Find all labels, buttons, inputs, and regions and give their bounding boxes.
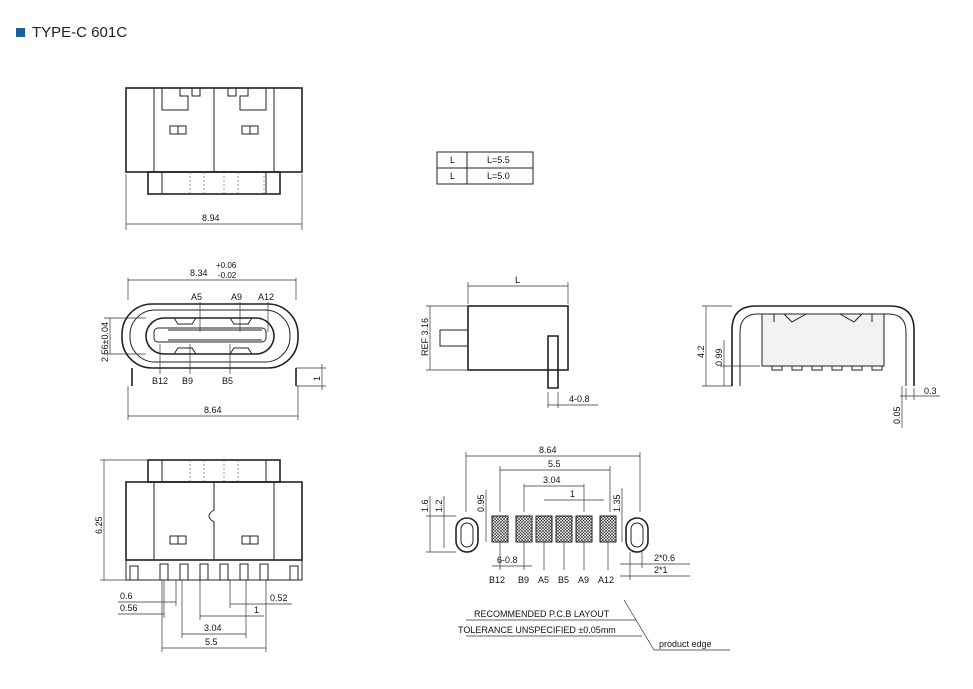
pin-label-b12: B12: [152, 376, 168, 386]
pcb-caption: RECOMMENDED P.C.B LAYOUT: [474, 609, 610, 619]
side-view: L REF 3.16 4-0.8: [420, 275, 598, 408]
pcb-w3-label: 3.04: [543, 475, 561, 485]
pcb-w2-label: 5.5: [548, 459, 561, 469]
bottom-d1-label: 0.6: [120, 591, 133, 601]
end-view: 4.2 0.99 0.3 0.05: [696, 305, 940, 428]
front-width-base: 8.34: [190, 268, 208, 278]
pin-label-b5: B5: [222, 376, 233, 386]
bottom-d2-label: 0.56: [120, 603, 138, 613]
pin-label-a9: A9: [231, 292, 242, 302]
pcb-pads: [491, 515, 617, 543]
top-view: 8.94: [125, 87, 303, 230]
square-bullet-icon: [16, 28, 25, 37]
end-view-pins: [771, 365, 883, 371]
pcb-pin-a12: A12: [598, 575, 614, 585]
pcb-h1-label: 1.6: [420, 499, 430, 512]
pcb-pin-b9: B9: [518, 575, 529, 585]
pcb-pin-a5: A5: [538, 575, 549, 585]
pcb-pad-label: 6-0.8: [497, 555, 518, 565]
end-t1-label: 0.3: [924, 386, 937, 396]
pin-label-a12: A12: [258, 292, 274, 302]
page-header: TYPE-C 601C: [16, 24, 127, 41]
end-h2-label: 0.99: [714, 348, 724, 366]
end-t2-label: 0.05: [892, 406, 902, 424]
side-leg-label: 4-0.8: [569, 394, 590, 404]
pcb-h2-label: 1.2: [434, 499, 444, 512]
bottom-view: 6.25 0.6 0.56 0.52 1 3.04 5.5: [94, 459, 303, 652]
pcb-pin-b5: B5: [558, 575, 569, 585]
pin-label-a5: A5: [191, 292, 202, 302]
pcb-h4-label: 1.35: [612, 494, 622, 512]
bottom-height-label: 6.25: [94, 516, 104, 534]
pcb-edge-label: product edge: [659, 639, 712, 649]
pcb-h3-label: 0.95: [476, 494, 486, 512]
table-row-2-col-2: L=5.0: [487, 171, 510, 181]
page-title: TYPE-C 601C: [32, 24, 128, 41]
front-width-tol-plus: +0.06: [216, 261, 237, 270]
pcb-slot2-label: 2*1: [654, 565, 668, 575]
front-view: 8.34 +0.06 -0.02 A5 A9 A12 B12 B9 B5 2.5…: [100, 261, 326, 420]
bottom-d6-label: 5.5: [205, 637, 218, 647]
side-length-label: L: [515, 275, 520, 285]
table-row-2-col-1: L: [450, 171, 455, 181]
front-width-tol-minus: -0.02: [218, 271, 237, 280]
length-table: L L=5.5 L L=5.0: [436, 151, 534, 185]
table-row-1-col-2: L=5.5: [487, 155, 510, 165]
front-width-bottom-label: 8.64: [204, 405, 222, 415]
pcb-w1-label: 8.64: [539, 445, 557, 455]
pcb-pin-a9: A9: [578, 575, 589, 585]
end-h1-label: 4.2: [696, 345, 706, 358]
bottom-d5-label: 3.04: [204, 623, 222, 633]
bottom-d3-label: 0.52: [270, 593, 288, 603]
front-height-label: 2.56±0.04: [100, 322, 110, 362]
pcb-tolerance: TOLERANCE UNSPECIFIED ±0.05mm: [458, 625, 616, 635]
side-ref-label: REF 3.16: [420, 318, 430, 356]
pcb-w4-label: 1: [570, 489, 575, 499]
pin-label-b9: B9: [182, 376, 193, 386]
pcb-slot1-label: 2*0.6: [654, 553, 675, 563]
top-view-width-label: 8.94: [202, 213, 220, 223]
bottom-d4-label: 1: [254, 605, 259, 615]
pcb-layout: 8.64 5.5 3.04 1 1.6 1.2 0.95 1.35: [420, 445, 730, 651]
table-row-1-col-1: L: [450, 155, 455, 165]
bottom-view-pins: [129, 563, 299, 581]
front-pin-height-label: 1: [312, 376, 322, 381]
pcb-pin-b12: B12: [489, 575, 505, 585]
